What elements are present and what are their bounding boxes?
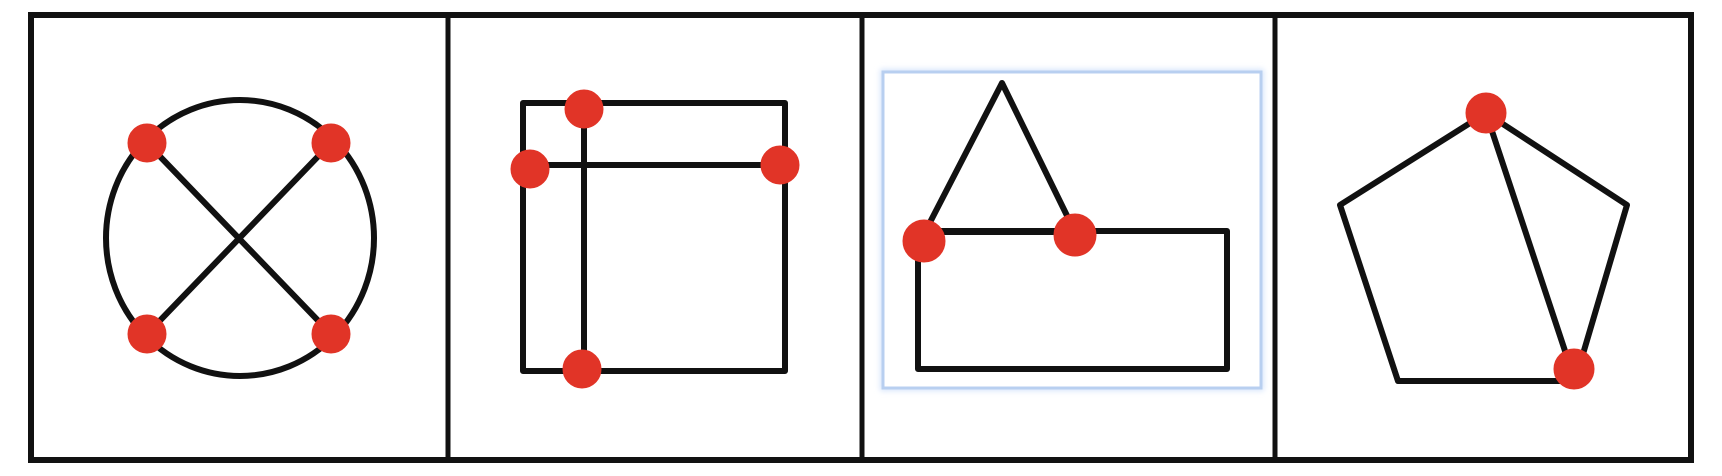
intersection-dot <box>127 123 167 163</box>
panel-1[interactable] <box>103 97 377 379</box>
intersection-dot <box>1053 213 1097 257</box>
intersection-dot <box>902 219 946 263</box>
intersection-dot <box>562 349 602 389</box>
panel-4[interactable] <box>1337 92 1630 390</box>
panel-2[interactable] <box>510 89 800 389</box>
circle-shape <box>103 97 377 379</box>
intersection-dot <box>564 89 604 129</box>
intersection-dot <box>311 123 351 163</box>
rectangle-shape <box>520 100 788 374</box>
diagonal-line <box>1483 110 1577 381</box>
intersection-dot <box>1553 348 1595 390</box>
chord-line-2 <box>144 140 334 337</box>
intersection-dot <box>311 314 351 354</box>
intersection-dot <box>510 149 550 189</box>
panel-3[interactable] <box>880 69 1264 391</box>
intersection-dot <box>127 314 167 354</box>
intersection-dot <box>1465 92 1507 134</box>
pentagon-shape <box>1337 110 1630 384</box>
intersection-dot <box>760 145 800 185</box>
